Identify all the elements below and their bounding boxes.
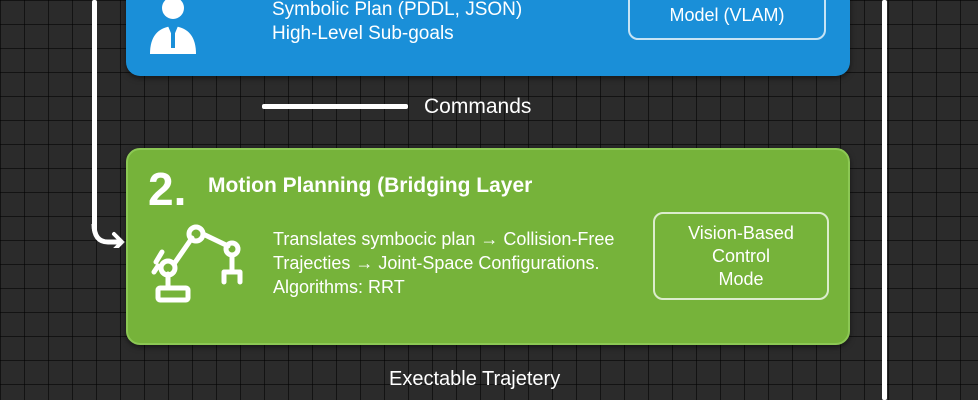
description-line: Translates symbocic plan → Collision-Fre… — [273, 229, 615, 249]
step-title: Motion Planning (Bridging Layer — [208, 174, 533, 197]
planning-line: Symbolic Plan (PDDL, JSON) — [272, 0, 523, 20]
robot-arm-icon — [151, 224, 243, 303]
model-box-label: Model (VLAM) — [669, 5, 785, 25]
loop-line-left — [92, 0, 97, 232]
motion-description: Translates symbocic plan → Collision-Fre… — [273, 227, 614, 299]
motion-planning-card: 2. Motion Planning (Bridging Layer Trans… — [126, 148, 850, 345]
step-number: 2. — [148, 163, 187, 215]
model-box: Model (VLAM) — [628, 0, 826, 40]
commands-label: Commands — [424, 95, 532, 118]
planning-card: Symbolic Plan (PDDL, JSON) High-Level Su… — [126, 0, 850, 76]
control-mode-line: Control — [711, 245, 771, 266]
control-mode-line: Vision-Based — [688, 222, 794, 243]
planning-line: High-Level Sub-goals — [272, 23, 454, 44]
speech-bubble-icon — [188, 0, 204, 2]
loop-arrow-icon — [91, 224, 125, 248]
planning-text: Symbolic Plan (PDDL, JSON) High-Level Su… — [272, 0, 522, 46]
person-icon — [150, 0, 196, 54]
loop-line-right — [882, 0, 887, 400]
commands-line — [262, 104, 408, 109]
control-mode-line: Mode — [718, 268, 764, 289]
description-line: Algorithms: RRT — [273, 277, 405, 297]
control-mode-box: Vision-Based Control Mode — [653, 212, 829, 300]
output-label: Exectable Trajetery — [389, 368, 561, 390]
description-line: Trajecties → Joint-Space Configurations. — [273, 253, 600, 273]
